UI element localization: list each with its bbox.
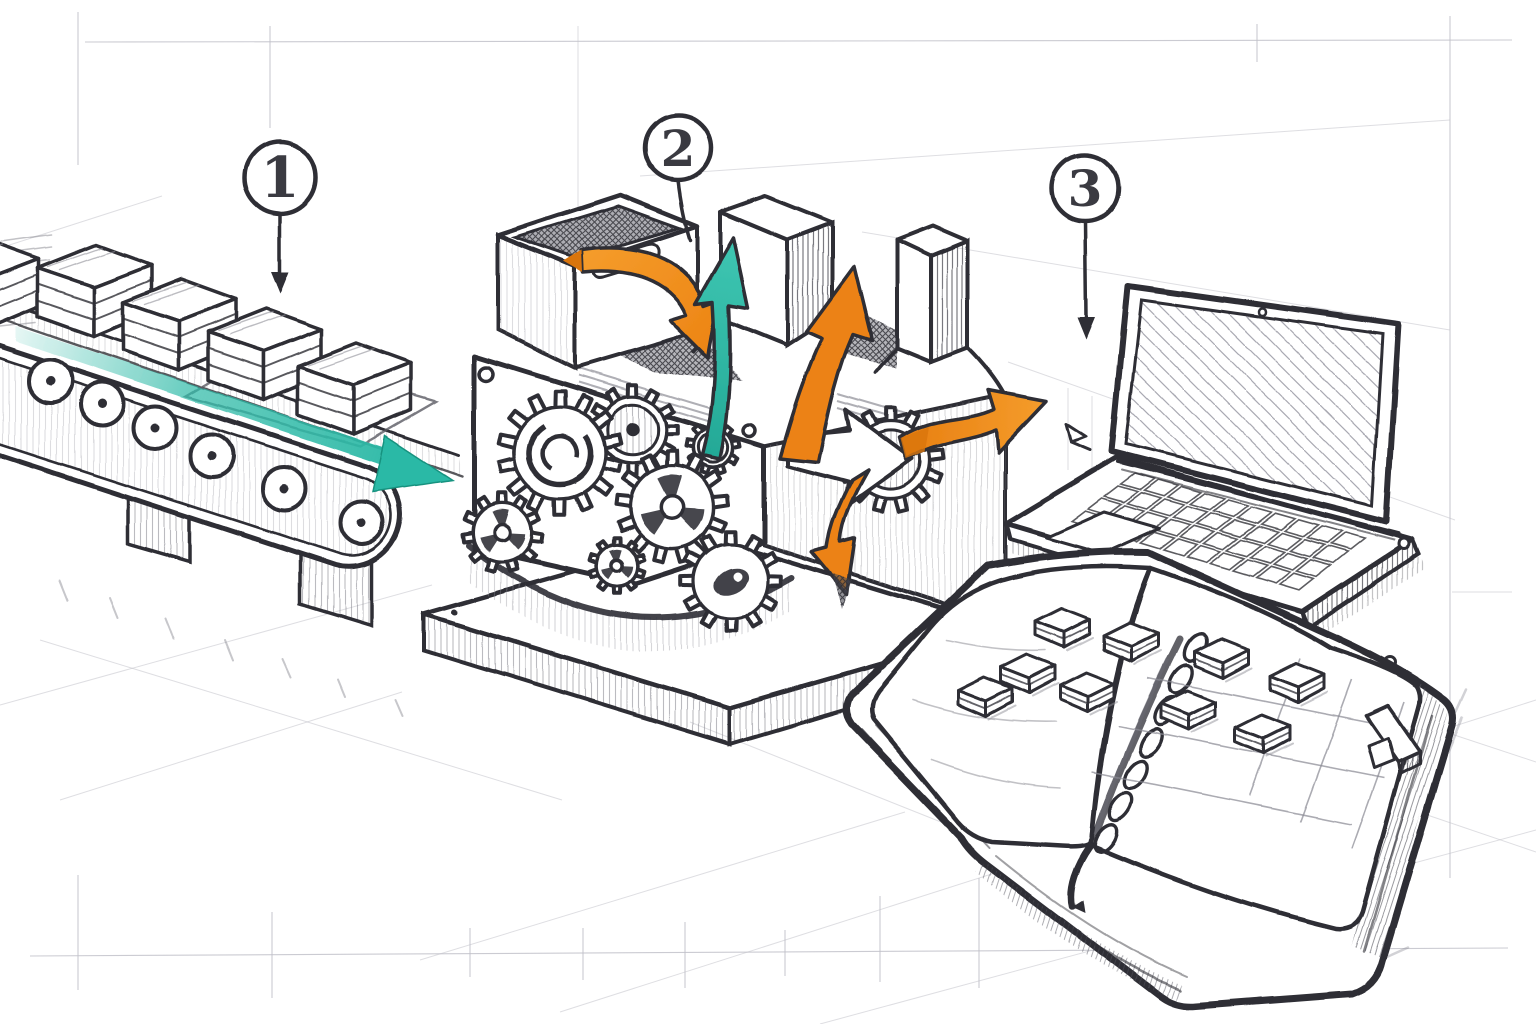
- open-book: [843, 548, 1468, 1010]
- flow-arrow-orange-up: [778, 264, 874, 464]
- laptop-screen-inner: [1124, 298, 1384, 508]
- left-page-sketch-lines: [911, 639, 1061, 789]
- spiral-binding: [1093, 632, 1209, 854]
- flow-arrow-orange-down: [810, 468, 870, 596]
- flow-arrow-conveyor-teal: [16, 326, 455, 493]
- right-page-grid: [1091, 657, 1409, 849]
- corner-fold-mark: [1064, 422, 1092, 453]
- spine-tassel: [1067, 842, 1094, 912]
- chute-left: [692, 194, 834, 354]
- step-number-3: 3: [1068, 159, 1103, 218]
- gear: [679, 529, 783, 633]
- callout-markers: [241, 112, 1121, 340]
- leader-arrowhead: [1077, 318, 1095, 340]
- gear: [460, 490, 544, 574]
- conveyor-belt: [0, 343, 403, 570]
- book-clasp: [1364, 704, 1422, 777]
- belt-rollers: [26, 357, 386, 547]
- conveyor-assembly: [0, 234, 464, 717]
- gear: [587, 536, 647, 596]
- flow-arrow-orange-right: [898, 388, 1048, 462]
- chute-right: [874, 224, 1006, 396]
- callout-labels: 1 2 3: [261, 119, 1103, 218]
- gutter-shadow: [1090, 636, 1184, 844]
- gear: [614, 449, 730, 565]
- step-number-2: 2: [661, 119, 696, 178]
- hinge-nub: [1397, 537, 1411, 551]
- gear-train: [460, 383, 945, 633]
- gear: [586, 383, 680, 477]
- leader-arrowhead: [271, 272, 289, 294]
- bolt-hole: [477, 365, 495, 383]
- gear: [496, 389, 624, 517]
- step-number-1: 1: [261, 145, 300, 211]
- webcam-dot: [1257, 307, 1267, 317]
- bolt-hole: [742, 422, 758, 438]
- gear-machine: [421, 192, 1048, 747]
- page-corner-ring: [1383, 656, 1397, 670]
- ground-shadow-strokes: [59, 579, 403, 717]
- machine-flow-arrows: [564, 236, 1048, 608]
- flow-arrow-orange-into-hopper: [580, 246, 720, 360]
- flow-arrow-teal-up: [693, 236, 750, 462]
- touchpad: [1044, 510, 1162, 556]
